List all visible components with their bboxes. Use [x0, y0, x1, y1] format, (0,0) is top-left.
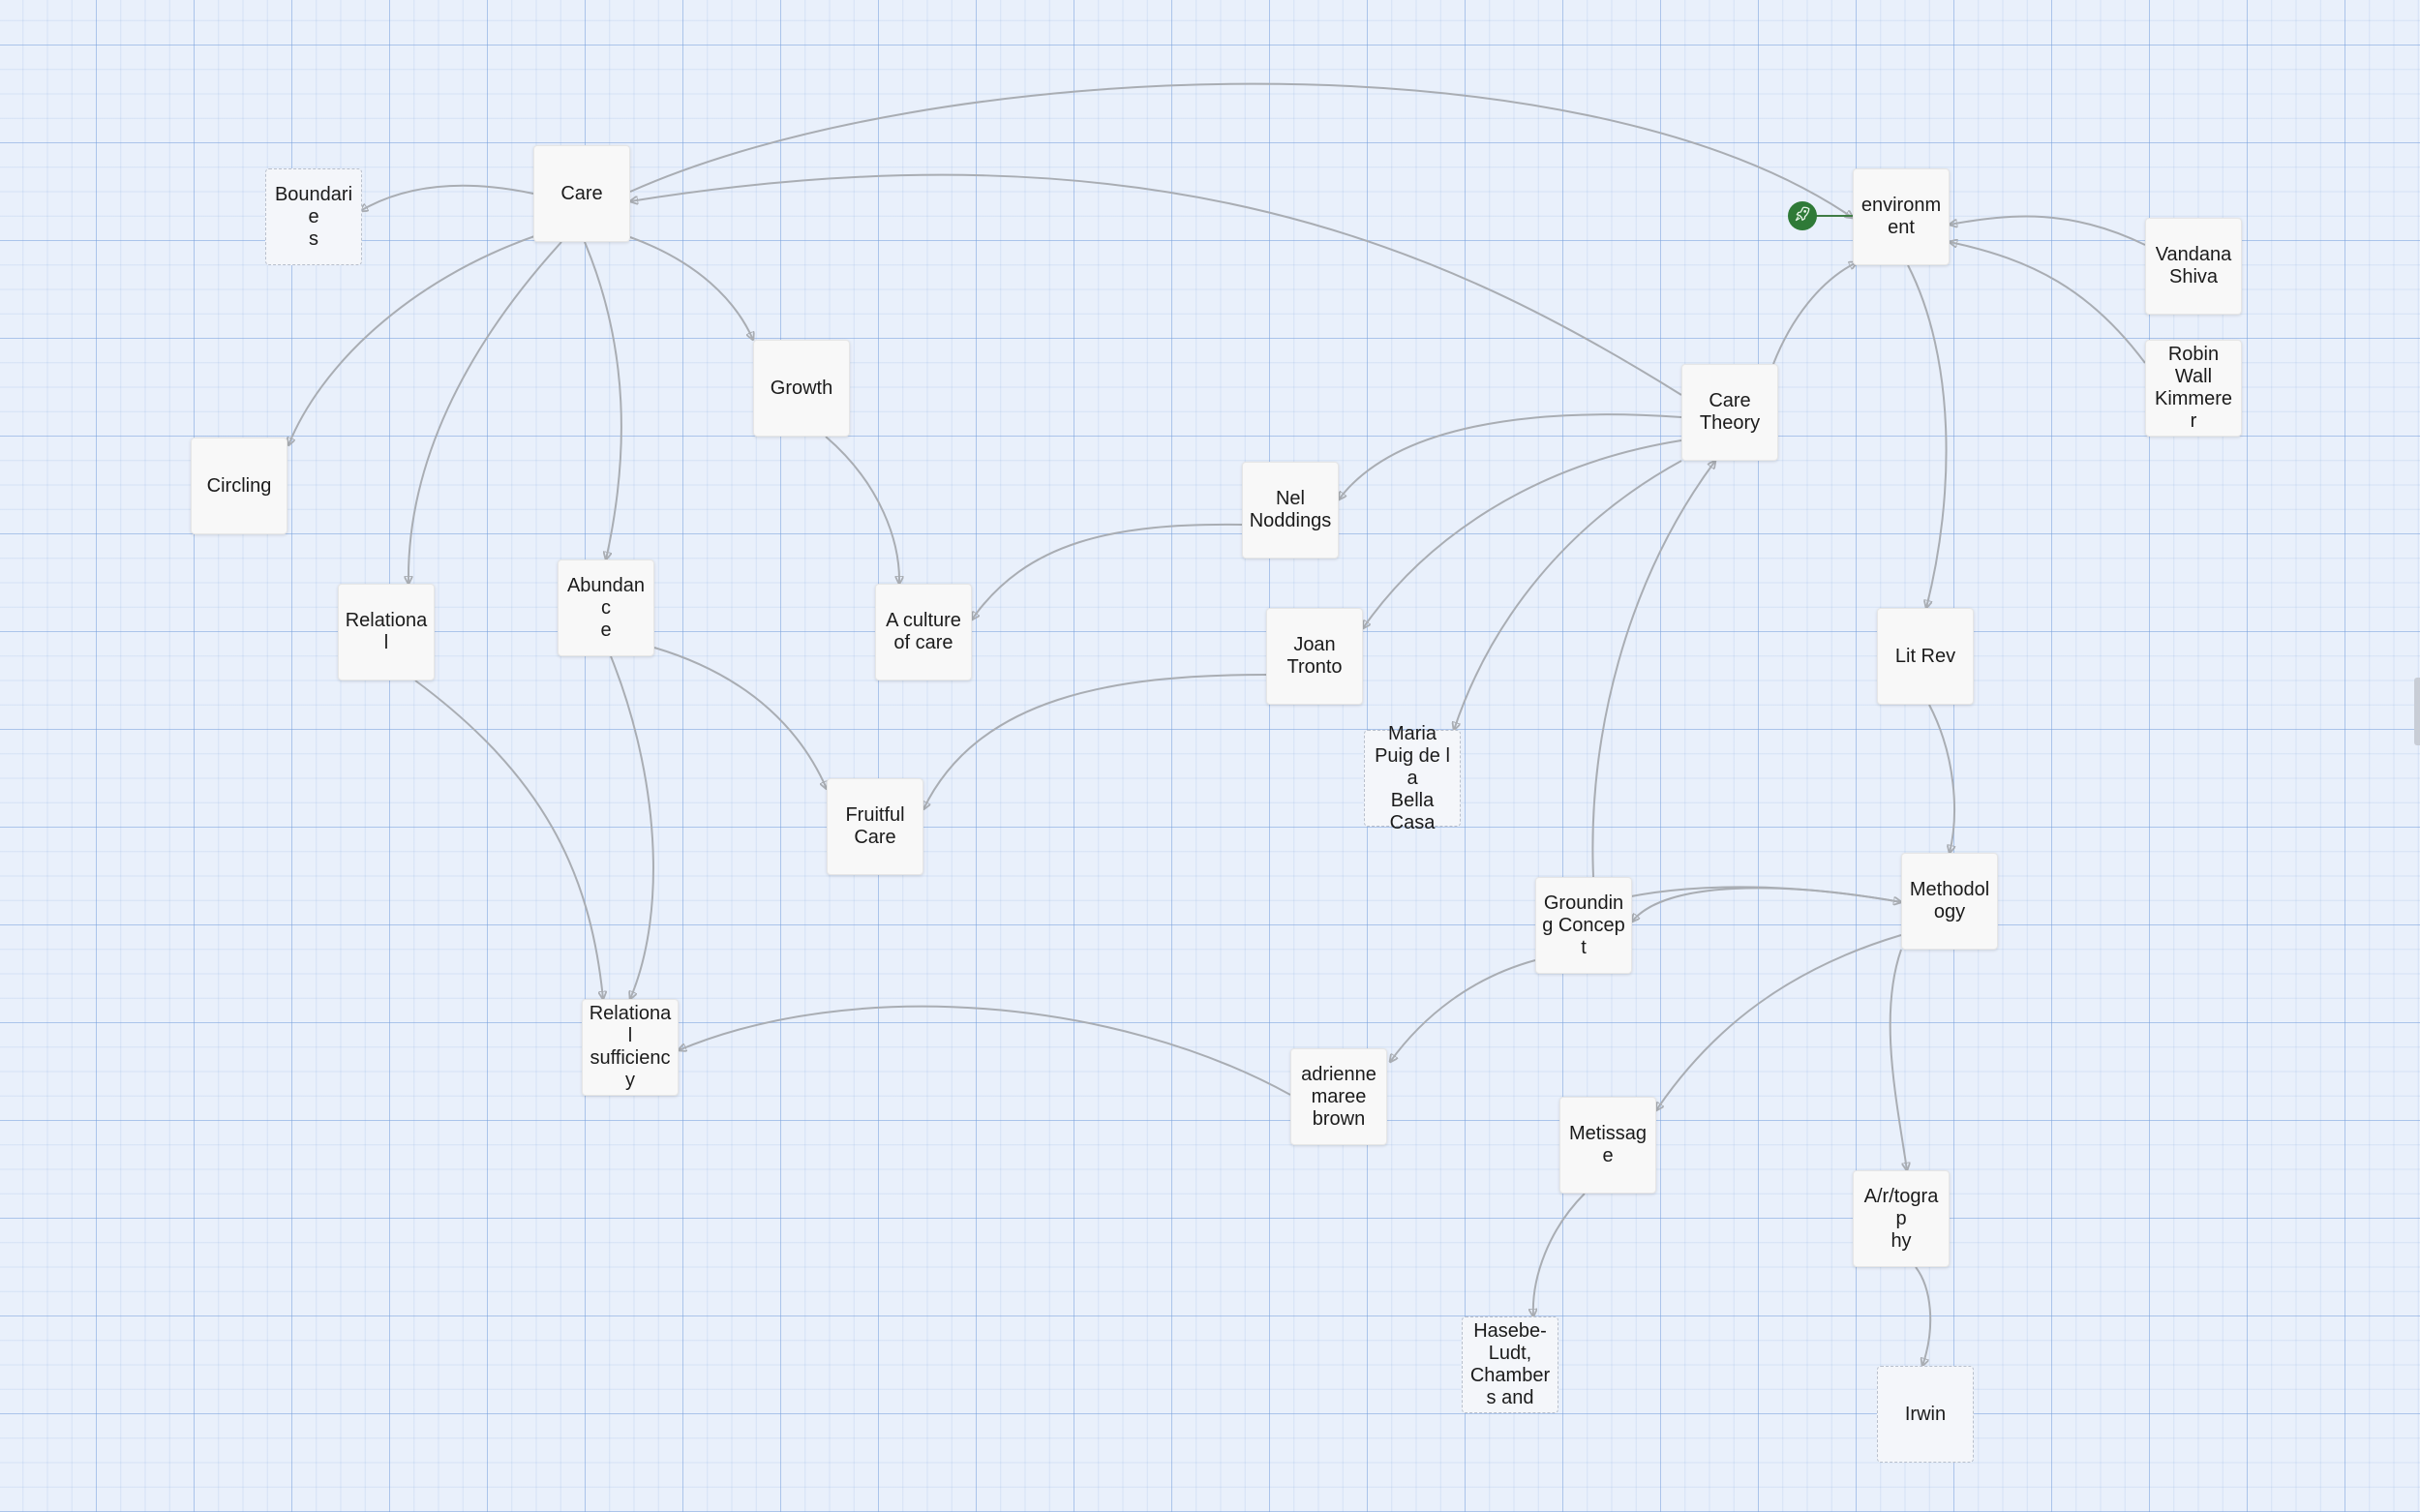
node-vandana-shiva[interactable]: Vandana Shiva	[2145, 218, 2242, 315]
node-methodology[interactable]: Methodol ogy	[1901, 853, 1998, 950]
edge-lit-rev-to-methodology[interactable]	[1928, 704, 1954, 853]
edge-relational-to-relational-sufficiency[interactable]	[414, 680, 603, 999]
node-adrienne-maree-brown[interactable]: adrienne maree brown	[1290, 1048, 1387, 1145]
node-abundance-label: Abundanc e	[566, 574, 646, 641]
node-relational-sufficiency[interactable]: Relational sufficienc y	[582, 999, 679, 1096]
node-lit-rev-label: Lit Rev	[1894, 645, 1956, 667]
node-vandana-shiva-label: Vandana Shiva	[2155, 244, 2232, 287]
node-environment[interactable]: environm ent	[1853, 168, 1950, 265]
edge-environment-to-lit-rev[interactable]	[1907, 264, 1948, 608]
node-fruitful-care-label: Fruitful Care	[845, 804, 905, 848]
node-relational[interactable]: Relational	[338, 584, 435, 680]
node-growth-label: Growth	[770, 377, 833, 399]
node-irwin[interactable]: Irwin	[1877, 1366, 1974, 1463]
node-culture-of-care-label: A culture of care	[886, 610, 961, 653]
edge-grounding-concept-to-care-theory[interactable]	[1591, 461, 1715, 878]
edge-abundance-to-fruitful-care[interactable]	[653, 647, 827, 789]
node-culture-of-care[interactable]: A culture of care	[875, 584, 972, 680]
node-care[interactable]: Care	[533, 145, 630, 242]
node-artography-label: A/r/tograp hy	[1863, 1185, 1939, 1252]
node-maria-puig-label: Maria Puig de la Bella Casa	[1375, 722, 1450, 833]
node-artography[interactable]: A/r/tograp hy	[1853, 1170, 1950, 1267]
edge-care-theory-to-maria-puig[interactable]	[1454, 460, 1682, 730]
node-care-theory-label: Care Theory	[1699, 390, 1761, 434]
edge-robin-wall-kimmerer-to-environment[interactable]	[1950, 242, 2146, 364]
edge-methodology-to-metissage[interactable]	[1656, 934, 1902, 1110]
edge-care-to-boundaries[interactable]	[360, 184, 534, 211]
node-metissage-label: Metissage	[1568, 1123, 1648, 1166]
node-boundaries[interactable]: Boundarie s	[265, 168, 362, 265]
node-joan-tronto[interactable]: Joan Tronto	[1266, 608, 1363, 705]
edge-methodology-to-artography[interactable]	[1889, 949, 1907, 1170]
edge-care-theory-to-environment[interactable]	[1772, 262, 1857, 365]
edge-metissage-to-hasebe-ludt[interactable]	[1533, 1193, 1586, 1316]
node-relational-sufficiency-label: Relational sufficienc y	[589, 1003, 672, 1091]
rocket-icon	[1794, 205, 1811, 227]
rocket-button[interactable]	[1788, 201, 1817, 230]
node-robin-wall-kimmerer-label: Robin Wall Kimmerer	[2154, 344, 2232, 432]
edge-care-to-environment[interactable]	[629, 82, 1853, 218]
edge-care-to-relational[interactable]	[408, 241, 562, 584]
edge-vandana-shiva-to-environment[interactable]	[1950, 215, 2146, 246]
edge-care-to-growth[interactable]	[629, 236, 753, 340]
edge-grounding-concept-to-adrienne-maree-brown[interactable]	[1390, 959, 1536, 1062]
edge-growth-to-culture-of-care[interactable]	[825, 436, 899, 584]
edge-artography-to-irwin[interactable]	[1915, 1266, 1932, 1366]
node-joan-tronto-label: Joan Tronto	[1286, 634, 1343, 678]
node-relational-label: Relational	[345, 610, 428, 653]
node-lit-rev[interactable]: Lit Rev	[1877, 608, 1974, 705]
node-nel-noddings-label: Nel Noddings	[1249, 488, 1332, 531]
edge-care-to-circling[interactable]	[288, 234, 538, 445]
edge-care-theory-to-joan-tronto[interactable]	[1363, 439, 1682, 628]
node-care-theory[interactable]: Care Theory	[1681, 364, 1778, 461]
edge-abundance-to-relational-sufficiency[interactable]	[610, 655, 654, 999]
edge-methodology-to-grounding-concept[interactable]	[1632, 887, 1902, 922]
edge-care-theory-to-nel-noddings[interactable]	[1339, 413, 1682, 499]
node-methodology-label: Methodol ogy	[1909, 879, 1990, 922]
node-irwin-label: Irwin	[1904, 1403, 1947, 1425]
node-boundaries-label: Boundarie s	[274, 183, 353, 250]
node-maria-puig[interactable]: Maria Puig de la Bella Casa	[1364, 723, 1461, 833]
node-hasebe-ludt[interactable]: Hasebe- Ludt, Chamber s and	[1462, 1316, 1558, 1413]
node-nel-noddings[interactable]: Nel Noddings	[1242, 462, 1339, 559]
node-fruitful-care[interactable]: Fruitful Care	[827, 778, 923, 875]
node-growth[interactable]: Growth	[753, 340, 850, 437]
node-adrienne-maree-brown-label: adrienne maree brown	[1301, 1063, 1376, 1130]
rocket-connector-line	[1816, 215, 1853, 217]
node-environment-label: environm ent	[1860, 195, 1942, 238]
node-hasebe-ludt-label: Hasebe- Ludt, Chamber s and	[1469, 1320, 1551, 1408]
edge-care-to-abundance[interactable]	[584, 241, 622, 559]
edge-nel-noddings-to-culture-of-care[interactable]	[972, 523, 1243, 620]
node-circling[interactable]: Circling	[191, 438, 287, 534]
node-abundance[interactable]: Abundanc e	[558, 559, 654, 656]
node-metissage[interactable]: Metissage	[1559, 1097, 1656, 1194]
edge-joan-tronto-to-fruitful-care[interactable]	[923, 674, 1267, 809]
edge-adrienne-maree-brown-to-relational-sufficiency[interactable]	[679, 1005, 1291, 1096]
node-grounding-concept-label: Groundin g Concept	[1542, 892, 1625, 958]
node-grounding-concept[interactable]: Groundin g Concept	[1535, 877, 1632, 974]
node-care-label: Care	[560, 182, 603, 204]
node-circling-label: Circling	[206, 474, 272, 497]
node-robin-wall-kimmerer[interactable]: Robin Wall Kimmerer	[2145, 340, 2242, 437]
panel-edge-handle[interactable]	[2414, 678, 2420, 745]
